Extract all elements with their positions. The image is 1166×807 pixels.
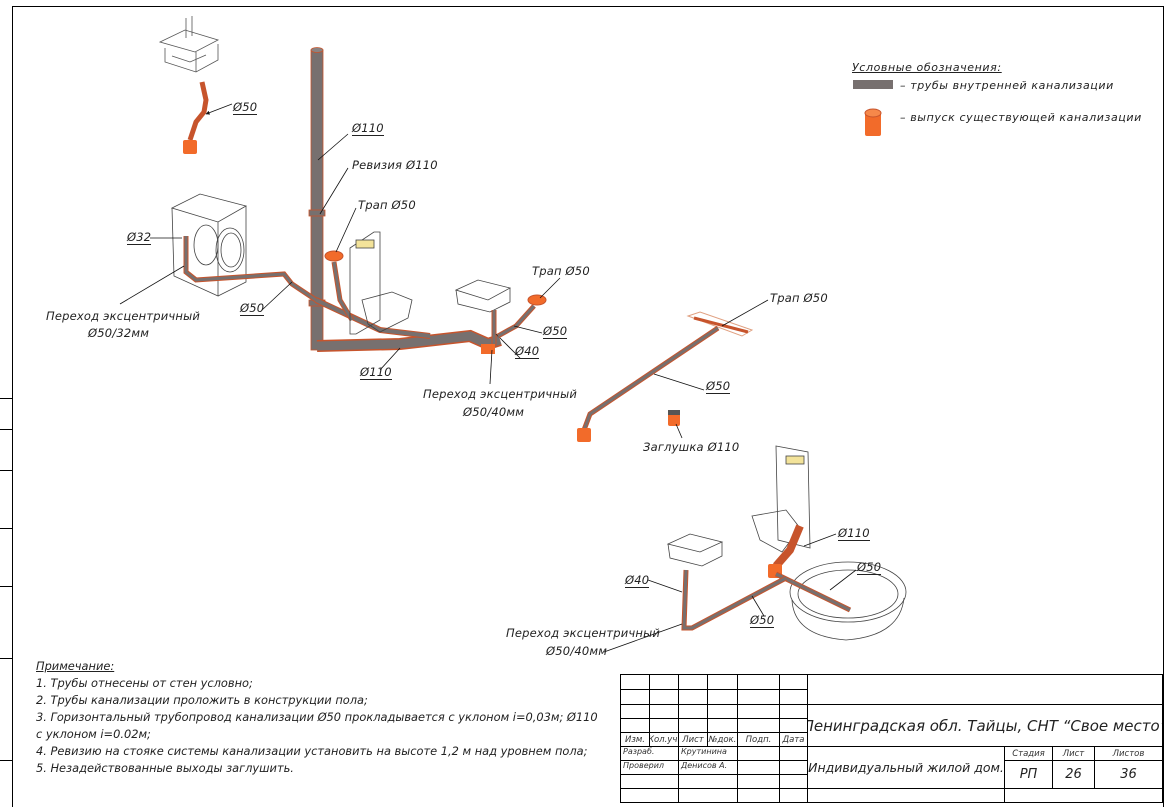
checked-label: Проверил bbox=[621, 761, 679, 775]
sink-bottom bbox=[666, 533, 724, 567]
checked-name: Денисов А. bbox=[679, 761, 738, 775]
callout-washer-d50: Ø50 bbox=[240, 301, 265, 316]
legend-outlet-icon bbox=[864, 108, 882, 136]
note-line: 3. Горизонтальный трубопровод канализаци… bbox=[36, 710, 598, 724]
floor-trap-1 bbox=[324, 250, 344, 262]
wc-installation-2 bbox=[751, 445, 811, 553]
legend-pipe-label: – трубы внутренней канализации bbox=[900, 79, 1114, 92]
col-kol-uch: Кол.уч. bbox=[650, 733, 679, 747]
col-ndok: №док. bbox=[708, 733, 738, 747]
project-address: Ленинградская обл. Тайцы, СНТ “Свое мест… bbox=[808, 705, 1163, 747]
leader-main-d110 bbox=[379, 347, 401, 371]
callout-bottom-pipe-d50: Ø50 bbox=[750, 613, 775, 628]
sink-top bbox=[158, 16, 220, 73]
callout-trap-2: Трап Ø50 bbox=[532, 264, 590, 278]
leader-trap-2-pipe bbox=[513, 325, 543, 334]
drawing-frame bbox=[12, 6, 1164, 807]
note-line: 2. Трубы канализации проложить в констру… bbox=[36, 693, 368, 707]
floor-trap-2 bbox=[527, 294, 547, 306]
note-line: 4. Ревизию на стояке системы канализации… bbox=[36, 744, 588, 758]
legend-outlet-label: – выпуск существующей канализации bbox=[900, 111, 1142, 124]
leader-sink-d40 bbox=[495, 333, 521, 359]
callout-trap-3: Трап Ø50 bbox=[770, 291, 828, 305]
linear-trap-3 bbox=[686, 311, 754, 337]
leader-sink-top bbox=[205, 103, 233, 115]
bathtub bbox=[789, 561, 907, 641]
callout-plug-d110: Заглушка Ø110 bbox=[643, 440, 740, 454]
sheet-value: 26 bbox=[1053, 761, 1095, 789]
callout-washer-transition-2: Ø50/32мм bbox=[88, 326, 150, 340]
sheets-label: Листов bbox=[1095, 747, 1163, 761]
callout-transition-bot-1: Переход эксцентричный bbox=[506, 626, 661, 640]
col-data: Дата bbox=[780, 733, 808, 747]
leader-wc2 bbox=[803, 533, 837, 547]
leader-trap-3-pipe bbox=[653, 373, 705, 391]
notes-title: Примечание: bbox=[36, 659, 115, 673]
stage-label: Стадия bbox=[1005, 747, 1053, 761]
note-line: 5. Незадействованные выходы заглушить. bbox=[36, 761, 294, 775]
developed-label: Разраб. bbox=[621, 747, 679, 761]
col-list: Лист bbox=[679, 733, 708, 747]
sink-mid bbox=[454, 279, 512, 313]
callout-trap-1: Трап Ø50 bbox=[358, 198, 416, 212]
leader-riser bbox=[317, 133, 349, 161]
callout-washer-d32: Ø32 bbox=[127, 230, 152, 245]
leader-sink2 bbox=[647, 579, 683, 593]
callout-riser-d110: Ø110 bbox=[352, 121, 384, 136]
callout-transition-mid-1: Переход эксцентричный bbox=[423, 387, 578, 401]
sink-top-drain bbox=[183, 81, 209, 154]
note-line: с уклоном i=0.02м; bbox=[36, 727, 151, 741]
callout-revision-d110: Ревизия Ø110 bbox=[352, 158, 438, 172]
callout-washer-transition-1: Переход эксцентричный bbox=[46, 309, 201, 323]
note-line: 1. Трубы отнесены от стен условно; bbox=[36, 676, 253, 690]
wc-installation-1 bbox=[349, 231, 413, 335]
sheet-label: Лист bbox=[1053, 747, 1095, 761]
callout-wc2-d110: Ø110 bbox=[838, 526, 870, 541]
callout-transition-bot-2: Ø50/40мм bbox=[546, 644, 608, 658]
callout-bath-d50: Ø50 bbox=[857, 560, 882, 575]
stage-value: РП bbox=[1005, 761, 1053, 789]
callout-sink2-d40: Ø40 bbox=[625, 573, 650, 588]
leader-revision bbox=[319, 167, 349, 215]
callout-main-d110: Ø110 bbox=[360, 365, 392, 380]
developed-name: Крутинина bbox=[679, 747, 738, 761]
object-name: Индивидуальный жилой дом. bbox=[808, 747, 1005, 789]
callout-sink-d40: Ø40 bbox=[515, 344, 540, 359]
legend-pipe-swatch bbox=[853, 80, 893, 89]
leader-bottom-pipe bbox=[751, 595, 765, 617]
leader-bath bbox=[829, 569, 857, 591]
leader-trap-1 bbox=[335, 207, 357, 253]
transition-mid bbox=[481, 344, 495, 354]
col-podp: Подп. bbox=[738, 733, 780, 747]
leader-washer-transition bbox=[119, 265, 185, 305]
callout-transition-mid-2: Ø50/40мм bbox=[463, 405, 525, 419]
sheets-value: 36 bbox=[1095, 761, 1163, 789]
leader-trap-3 bbox=[721, 299, 769, 327]
legend-title: Условные обозначения: bbox=[852, 61, 1002, 74]
leader-washer-d50 bbox=[261, 281, 293, 311]
outlet-trap-3 bbox=[577, 428, 591, 442]
leader-transition-bot bbox=[603, 623, 683, 653]
callout-trap-2-pipe: Ø50 bbox=[543, 324, 568, 339]
riser-d110 bbox=[308, 47, 326, 351]
notes-block: Примечание: 1. Трубы отнесены от стен ус… bbox=[36, 658, 598, 777]
leader-transition-mid bbox=[489, 349, 493, 385]
col-izm: Изм. bbox=[621, 733, 650, 747]
washing-machine bbox=[170, 193, 248, 297]
callout-sink-top-d50: Ø50 bbox=[233, 100, 258, 115]
side-stamp-strip bbox=[0, 398, 12, 802]
leader-trap-2 bbox=[539, 277, 561, 299]
callout-trap-3-pipe: Ø50 bbox=[706, 379, 731, 394]
title-block: Изм. Кол.уч. Лист №док. Подп. Дата Разра… bbox=[620, 674, 1163, 803]
